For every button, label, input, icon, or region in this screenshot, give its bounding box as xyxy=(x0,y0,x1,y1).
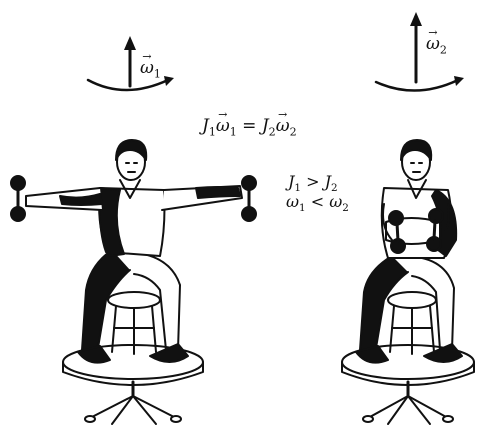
equation-omega2-sub: 2 xyxy=(290,125,297,138)
person-arms-folded xyxy=(342,140,474,424)
rotation-arc-left-head xyxy=(164,76,174,86)
equation-omega2: ω xyxy=(276,116,290,136)
inequality-angular-velocity: ω1 < ω2 xyxy=(286,192,349,214)
rotation-indicator-left xyxy=(88,36,174,90)
equation-omega1: ω xyxy=(216,116,230,136)
omega2-symbol: ω xyxy=(426,34,440,54)
ineq-greater-than: > xyxy=(301,172,325,191)
person-arms-extended xyxy=(11,140,256,424)
equation-omega1-sub: 1 xyxy=(230,125,237,138)
equation-j2: J xyxy=(262,116,269,136)
omega1-symbol: ω xyxy=(140,58,154,78)
omega1-arrow-head xyxy=(124,36,136,50)
ineq-omega2: ω xyxy=(329,192,342,211)
conservation-equation: J1ω1 = J2ω2 xyxy=(202,116,297,138)
equation-equals: = xyxy=(237,116,262,136)
omega2-label: ω2 xyxy=(426,34,447,56)
rotation-arc-left xyxy=(88,80,168,90)
omega2-arrow-head xyxy=(410,12,422,26)
right-dumbbell xyxy=(242,176,256,221)
omega2-subscript: 2 xyxy=(440,43,447,56)
ineq-omega1: ω xyxy=(286,192,299,211)
rotation-indicator-right xyxy=(376,12,464,91)
ineq-omega2-sub: 2 xyxy=(342,202,349,214)
omega1-label: ω1 xyxy=(140,58,161,80)
left-dumbbell xyxy=(11,176,25,221)
rotation-arc-right-head xyxy=(454,76,464,86)
ineq-less-than: < xyxy=(306,192,330,211)
equation-j1: J xyxy=(202,116,209,136)
equation-j2-sub: 2 xyxy=(269,125,276,138)
inequality-moment-of-inertia: J1 > J2 xyxy=(288,172,338,194)
ineq-omega1-sub: 1 xyxy=(299,202,306,214)
omega1-subscript: 1 xyxy=(154,67,161,80)
equation-j1-sub: 1 xyxy=(209,125,216,138)
